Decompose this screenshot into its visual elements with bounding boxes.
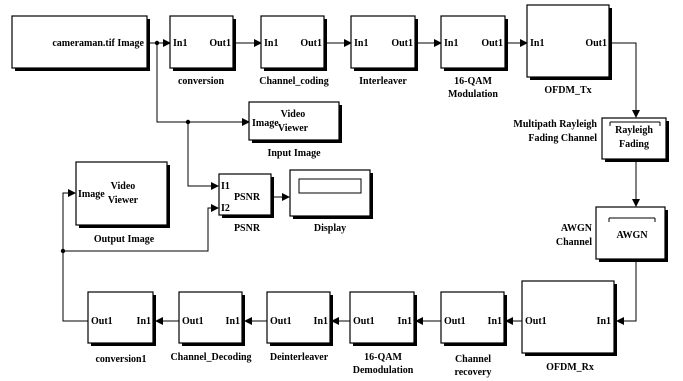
port-out: Out1: [91, 316, 113, 327]
port-image: Image: [252, 118, 279, 129]
branch-point-input: [185, 119, 191, 125]
block-label-line2: recovery: [454, 367, 491, 378]
port-in: In1: [398, 316, 412, 327]
block-input-video-viewer[interactable]: Image Video Viewer Input Image: [248, 101, 342, 159]
port-out: Out1: [353, 316, 375, 327]
block-label: conversion: [178, 76, 225, 87]
block-conversion[interactable]: In1 Out1 conversion: [169, 15, 236, 87]
port-out: Out1: [585, 38, 607, 49]
block-label: Output Image: [94, 234, 155, 245]
wire-to-output-viewer: [62, 189, 76, 251]
port-in: In1: [530, 38, 544, 49]
wire-conversion1-up: [62, 251, 88, 322]
branch-point-output: [60, 248, 66, 254]
block-ofdm-rx[interactable]: Out1 In1 OFDM_Rx: [521, 280, 617, 373]
port-out: Out1: [300, 38, 322, 49]
display-readout: [298, 178, 362, 194]
block-label-line1: 16-QAM: [364, 352, 402, 363]
port-i2: I2: [221, 203, 230, 214]
block-display[interactable]: Display: [289, 169, 373, 234]
block-label: OFDM_Tx: [544, 85, 591, 96]
awgn-text: AWGN: [616, 230, 648, 241]
block-cameraman-source[interactable]: cameraman.tif Image: [11, 15, 150, 71]
block-channel-coding[interactable]: In1 Out1 Channel_coding: [259, 15, 329, 87]
block-label-line1: AWGN: [561, 223, 593, 234]
block-ofdm-tx[interactable]: In1 Out1 OFDM_Tx: [526, 4, 612, 96]
port-i1: I1: [221, 181, 230, 192]
wire-awgn-to-ofdmrx: [616, 260, 637, 325]
block-label: conversion1: [95, 354, 146, 365]
fading-icon: [609, 121, 661, 126]
block-output-video-viewer[interactable]: Image Video Viewer Output Image: [75, 161, 170, 245]
block-label: Channel_Decoding: [170, 352, 251, 363]
block-interleaver[interactable]: In1 Out1 Interleaver: [350, 15, 418, 87]
block-label: Input Image: [267, 148, 321, 159]
block-label-line1: 16-QAM: [454, 76, 492, 87]
block-16qam-modulation[interactable]: In1 Out1 16-QAM Modulation: [440, 15, 508, 100]
viewer-line2: Viewer: [278, 123, 309, 134]
block-label-line2: Fading Channel: [528, 133, 597, 144]
block-label: Display: [314, 223, 346, 234]
wire-to-psnr-i1: [187, 122, 219, 190]
awgn-icon: [608, 217, 656, 222]
port-out: Out1: [481, 38, 503, 49]
port-out: Out1: [209, 38, 231, 49]
branch-point-source: [154, 40, 160, 46]
block-label: Channel_coding: [259, 76, 328, 87]
viewer-line1: Video: [281, 109, 306, 120]
psnr-text: PSNR: [234, 192, 261, 203]
rayleigh-line2: Fading: [619, 139, 649, 150]
block-label: Deinterleaver: [270, 352, 329, 363]
block-label: PSNR: [234, 223, 261, 234]
block-label-line1: Channel: [455, 354, 491, 365]
wire-to-input-viewer: [156, 43, 250, 126]
port-out: Out1: [391, 38, 413, 49]
block-rayleigh-fading[interactable]: Rayleigh Fading Multipath Rayleigh Fadin…: [513, 117, 669, 162]
port-out: Out1: [270, 316, 292, 327]
rayleigh-line1: Rayleigh: [615, 125, 653, 136]
block-16qam-demodulation[interactable]: Out1 In1 16-QAM Demodulation: [349, 291, 417, 376]
block-label-line2: Demodulation: [353, 365, 414, 376]
port-in: In1: [597, 316, 611, 327]
port-in: In1: [137, 316, 151, 327]
port-image: Image: [78, 189, 105, 200]
wire-to-psnr-i2: [63, 204, 219, 252]
block-conversion1[interactable]: Out1 In1 conversion1: [87, 291, 156, 365]
block-label: Interleaver: [359, 76, 407, 87]
port-in: In1: [444, 38, 458, 49]
port-in: In1: [314, 316, 328, 327]
port-out: Out1: [444, 316, 466, 327]
source-block-text: cameraman.tif Image: [52, 38, 144, 49]
wire-ofdmtx-to-rayleigh: [612, 42, 640, 118]
block-channel-decoding[interactable]: Out1 In1 Channel_Decoding: [170, 291, 252, 363]
signal-wires: [60, 39, 640, 325]
viewer-line1: Video: [111, 181, 136, 192]
port-out: Out1: [525, 316, 547, 327]
block-label-line1: Multipath Rayleigh: [513, 119, 597, 130]
block-deinterleaver[interactable]: Out1 In1 Deinterleaver: [266, 291, 333, 363]
port-in: In1: [173, 38, 187, 49]
port-in: In1: [226, 316, 240, 327]
block-awgn-channel[interactable]: AWGN AWGN Channel: [556, 206, 668, 262]
port-out: Out1: [182, 316, 204, 327]
block-label-line2: Modulation: [448, 89, 498, 100]
block-label-line2: Channel: [556, 237, 592, 248]
block-label: OFDM_Rx: [546, 362, 594, 373]
port-in: In1: [488, 316, 502, 327]
viewer-line2: Viewer: [108, 195, 139, 206]
port-in: In1: [354, 38, 368, 49]
block-psnr[interactable]: I1 I2 PSNR PSNR: [218, 173, 274, 234]
port-in: In1: [264, 38, 278, 49]
block-channel-recovery[interactable]: Out1 In1 Channel recovery: [440, 291, 507, 378]
